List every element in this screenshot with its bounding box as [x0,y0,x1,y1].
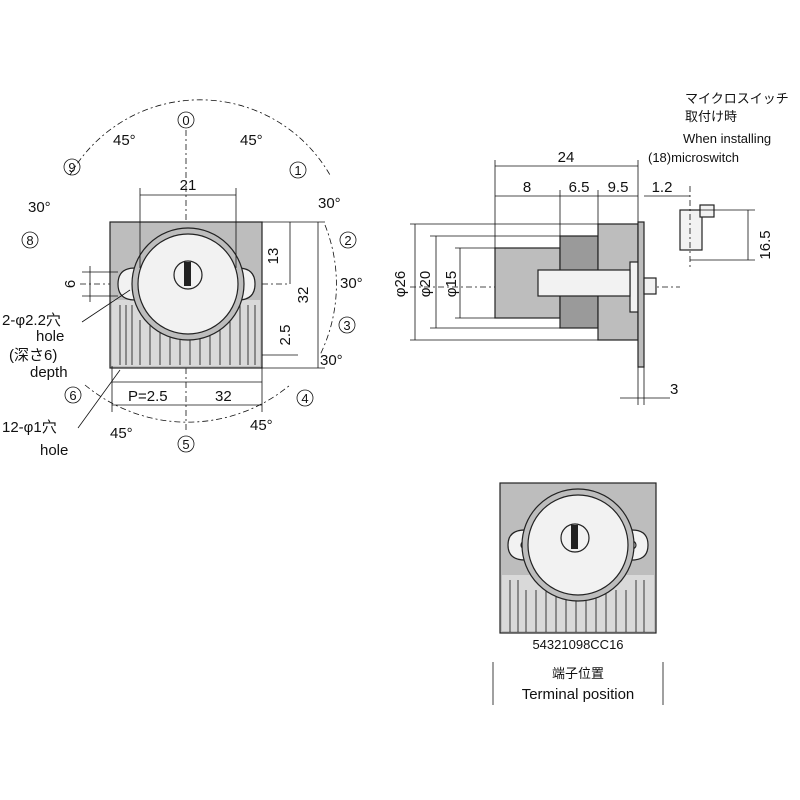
pitch-circle-arc [69,99,331,176]
hole-a-line2: hole [36,328,64,345]
dim-pitch: P=2.5 [128,388,168,405]
pos-1: 1 [294,163,301,178]
pos-0: 0 [182,113,189,128]
terminal-caption-en: Terminal position [522,686,635,703]
pos-3: 3 [343,318,350,333]
side-view: 24 8 6.5 9.5 1.2 φ26 φ20 φ15 16.5 マイクロスイ… [392,91,789,405]
dim-phi26: φ26 [392,271,409,297]
dim-16-5: 16.5 [757,230,774,259]
dim-24: 24 [558,149,575,166]
angle-left-30: 30° [28,199,51,216]
microswitch-body [679,209,703,251]
angle-bottom-right: 45° [250,417,273,434]
pos-9: 9 [68,160,75,175]
microswitch-lever [699,204,715,218]
terminal-numbers: 54321098CC16 [532,637,623,652]
dim-3: 3 [670,381,678,398]
dim-8: 8 [523,179,531,196]
dim-9-5: 9.5 [608,179,629,196]
angle-top-left: 45° [113,132,136,149]
dim-32-vertical: 32 [295,287,312,304]
side-plate [637,221,645,368]
side-bushing [629,261,639,313]
pos-6: 6 [69,388,76,403]
pos-8: 8 [26,233,33,248]
pos-2: 2 [344,233,351,248]
dim-13: 13 [265,248,282,265]
microswitch-label-1: マイクロスイッチ [685,91,789,106]
dim-phi15: φ15 [443,271,460,297]
dim-1-2: 1.2 [652,179,673,196]
dim-21: 21 [180,177,197,194]
angle-right-30-low: 30° [320,352,343,369]
microswitch-label-4: (18)microswitch [648,150,739,165]
dim-2-5-vertical: 2.5 [277,325,294,346]
dim-6: 6 [62,280,79,288]
hole-b-line1: 12-φ1穴 [2,419,57,436]
microswitch-label-3: When installing [683,131,771,146]
angle-right-30-mid: 30° [340,275,363,292]
hole-a-line3: (深さ6) [9,347,57,364]
side-nut [643,277,657,295]
angle-top-right: 45° [240,132,263,149]
angle-right-30-top: 30° [318,195,341,212]
side-shaft [537,269,631,297]
terminal-view: 54321098CC16 端子位置 Terminal position [492,482,664,705]
pitch-circle-arc-right [319,224,337,356]
dim-phi20: φ20 [417,271,434,297]
pos-5: 5 [182,437,189,452]
front-view: 0 1 2 3 4 5 6 8 9 45° 45° 30° 30° 30° 30… [2,99,363,459]
dim-6-5: 6.5 [569,179,590,196]
dim-32-horizontal: 32 [215,388,232,405]
pos-4: 4 [301,391,308,406]
hole-a-line4: depth [30,364,68,381]
microswitch-label-2: 取付け時 [685,109,737,124]
shaft-slot [184,262,191,286]
hole-a-line1: 2-φ2.2穴 [2,312,61,329]
terminal-caption-jp: 端子位置 [552,666,604,681]
position-markers: 0 1 2 3 4 5 6 8 9 [21,111,357,453]
pitch-circle-arc-bottom [84,384,291,423]
angle-bottom-left: 45° [110,425,133,442]
hole-b-line2: hole [40,442,68,459]
